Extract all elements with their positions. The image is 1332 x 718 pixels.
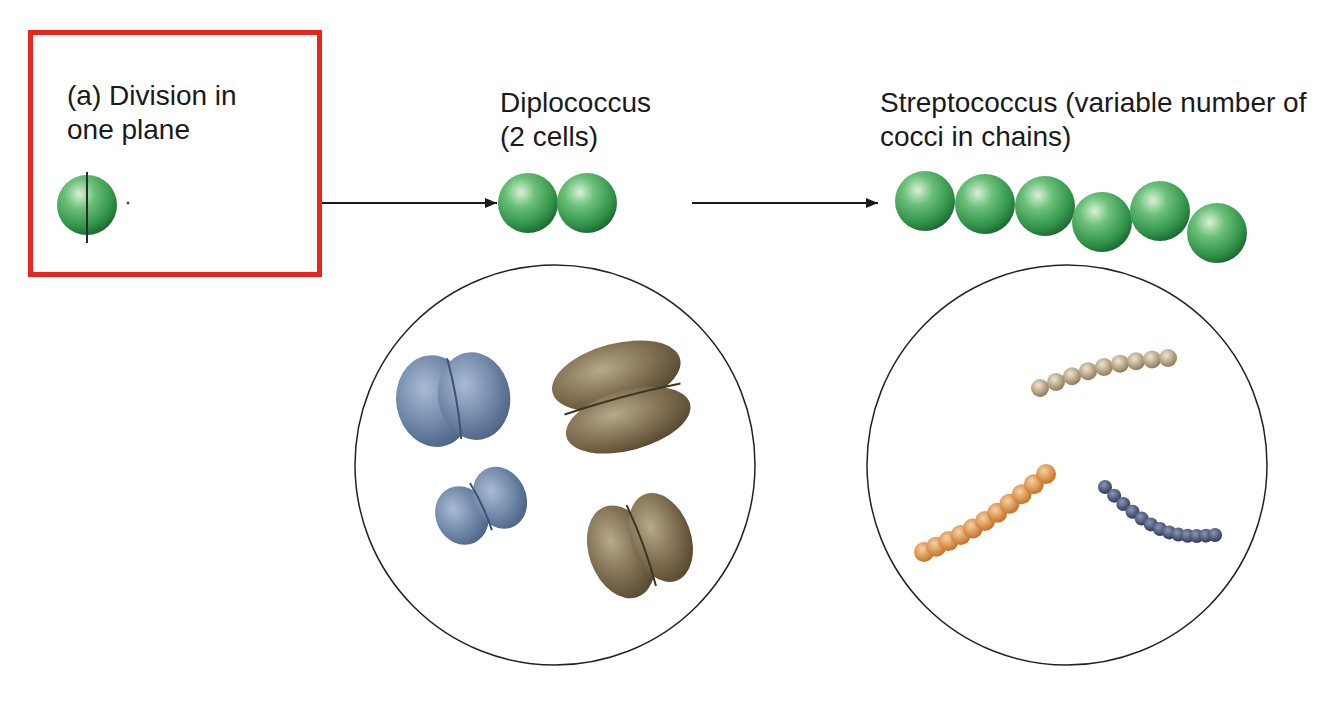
coccus-bead <box>1079 362 1097 380</box>
coccus-bead <box>1063 367 1081 385</box>
highlight-box: (a) Division in one plane <box>28 30 322 277</box>
diplococcus-cells <box>498 173 617 233</box>
arrow <box>692 202 878 204</box>
arrow <box>322 202 497 204</box>
coccus-bead <box>1095 358 1113 376</box>
stage-label: Diplococcus (2 cells) <box>500 86 680 154</box>
stage-group: Diplococcus (2 cells) <box>497 80 692 240</box>
stage-label: Streptococcus (variable number of cocci … <box>880 86 1320 154</box>
coccus-bead <box>1036 464 1056 484</box>
stage-group: Streptococcus (variable number of cocci … <box>878 80 1332 265</box>
coccus-bead <box>1159 349 1177 367</box>
coccus-bead <box>1031 379 1049 397</box>
stage-label: (a) Division in one plane <box>67 79 272 147</box>
coccus-bead <box>1127 352 1145 370</box>
dividing-cell <box>57 172 130 243</box>
coccus-bead <box>1047 373 1065 391</box>
coccus-bead <box>1111 355 1129 373</box>
coccus-bead <box>1143 350 1161 368</box>
streptococcus-micrograph <box>867 265 1267 665</box>
diplococcus-micrograph <box>355 265 755 665</box>
coccus-bead <box>1208 528 1222 542</box>
streptococcus-chain <box>895 171 1247 263</box>
